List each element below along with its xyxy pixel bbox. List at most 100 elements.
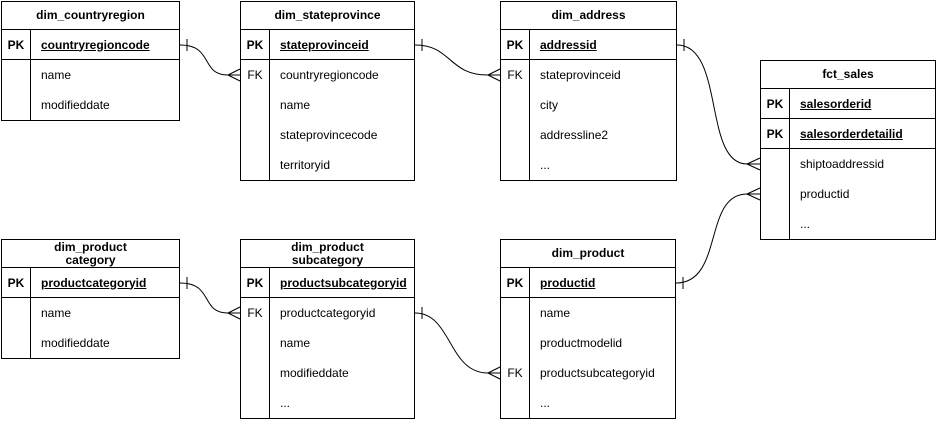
column-name: productid [800, 187, 850, 201]
table-row[interactable]: modifieddate [241, 358, 414, 388]
entity-dim-product[interactable]: dim_product PK productid name productmod… [500, 239, 676, 419]
key-badge [241, 388, 270, 418]
entity-dim-address[interactable]: dim_address PK addressid FK stateprovinc… [500, 1, 677, 181]
pk-badge: PK [501, 268, 530, 297]
key-badge [2, 298, 31, 328]
table-row[interactable]: FK productcategoryid [241, 298, 414, 328]
entity-title: dim_stateprovince [241, 2, 414, 30]
column-name: territoryid [280, 158, 331, 172]
column-name: modifieddate [41, 336, 110, 350]
key-badge [241, 120, 270, 150]
column-name: productmodelid [540, 336, 623, 350]
table-row[interactable]: city [501, 90, 676, 120]
key-badge [2, 328, 31, 358]
relationship-address-fctsales[interactable] [676, 39, 761, 171]
column-name: name [280, 98, 311, 112]
table-row[interactable]: name [241, 328, 414, 358]
table-row[interactable]: ... [501, 388, 675, 418]
table-row[interactable]: PK countryregioncode [2, 30, 179, 60]
entity-dim-productcategory[interactable]: dim_product category PK productcategoryi… [1, 239, 180, 359]
table-row[interactable]: PK salesorderid [761, 89, 935, 119]
entity-fct-sales[interactable]: fct_sales PK salesorderid PK salesorderd… [760, 60, 936, 240]
table-row[interactable]: ... [241, 388, 414, 418]
table-row[interactable]: PK salesorderdetailid [761, 119, 935, 149]
relationship-countryregion-stateprovince[interactable] [179, 39, 241, 82]
table-row[interactable]: PK stateprovinceid [241, 30, 414, 60]
table-row[interactable]: modifieddate [2, 328, 179, 358]
column-name: ... [800, 217, 811, 231]
fk-badge: FK [241, 298, 270, 328]
key-badge [2, 60, 31, 90]
fk-badge: FK [501, 60, 530, 90]
pk-badge: PK [501, 30, 530, 59]
relationship-line [676, 44, 748, 165]
key-badge [501, 120, 530, 150]
pk-badge: PK [2, 268, 31, 297]
table-row[interactable]: PK productcategoryid [2, 268, 179, 298]
key-badge [761, 209, 790, 239]
fk-badge: FK [501, 358, 530, 388]
column-name: salesorderid [800, 96, 872, 111]
relationship-line [414, 44, 489, 76]
column-name: countryregioncode [41, 37, 150, 52]
pk-badge: PK [2, 30, 31, 59]
column-name: productsubcategoryid [280, 275, 407, 290]
column-name: shiptoaddressid [800, 157, 885, 171]
column-name: addressline2 [540, 128, 609, 142]
relationship-stateprovince-address[interactable] [414, 39, 501, 82]
table-row[interactable]: shiptoaddressid [761, 149, 935, 179]
column-name: ... [280, 396, 291, 410]
table-row[interactable]: name [241, 90, 414, 120]
table-row[interactable]: name [2, 298, 179, 328]
table-row[interactable]: PK productsubcategoryid [241, 268, 414, 298]
table-row[interactable]: FK stateprovinceid [501, 60, 676, 90]
crow-foot-icon [227, 306, 241, 320]
table-row[interactable]: ... [501, 150, 676, 180]
column-name: city [540, 98, 558, 112]
column-name: addressid [540, 37, 597, 52]
column-name: name [540, 306, 571, 320]
key-badge [501, 328, 530, 358]
table-row[interactable]: PK productid [501, 268, 675, 298]
pk-badge: PK [761, 89, 790, 118]
table-row[interactable]: PK addressid [501, 30, 676, 60]
table-row[interactable]: productmodelid [501, 328, 675, 358]
key-badge [501, 388, 530, 418]
table-row[interactable]: name [501, 298, 675, 328]
table-row[interactable]: productid [761, 179, 935, 209]
column-name: stateprovinceid [540, 68, 621, 82]
column-name: productid [540, 275, 596, 290]
table-row[interactable]: stateprovincecode [241, 120, 414, 150]
key-badge [501, 90, 530, 120]
table-row[interactable]: territoryid [241, 150, 414, 180]
column-name: countryregioncode [280, 68, 379, 82]
crow-foot-icon [746, 157, 761, 171]
entity-dim-productsubcategory[interactable]: dim_product subcategory PK productsubcat… [240, 239, 415, 419]
table-row[interactable]: FK productsubcategoryid [501, 358, 675, 388]
table-row[interactable]: FK countryregioncode [241, 60, 414, 90]
key-badge [241, 150, 270, 180]
key-badge [501, 298, 530, 328]
column-name: stateprovinceid [280, 37, 369, 52]
entity-dim-countryregion[interactable]: dim_countryregion PK countryregioncode n… [1, 1, 180, 121]
table-row[interactable]: name [2, 60, 179, 90]
column-name: name [280, 336, 311, 350]
relationship-productsubcategory-product[interactable] [414, 307, 501, 380]
column-name: ... [540, 396, 551, 410]
pk-badge: PK [241, 30, 270, 59]
column-name: modifieddate [41, 98, 110, 112]
table-row[interactable]: modifieddate [2, 90, 179, 120]
entity-title: dim_product category [2, 240, 179, 268]
key-badge [2, 90, 31, 120]
entity-dim-stateprovince[interactable]: dim_stateprovince PK stateprovinceid FK … [240, 1, 415, 181]
entity-title: dim_countryregion [2, 2, 179, 30]
relationship-product-fctsales[interactable] [675, 187, 761, 289]
crow-foot-icon [746, 187, 761, 201]
crow-foot-icon [487, 366, 501, 380]
relationship-line [179, 44, 229, 76]
table-row[interactable]: ... [761, 209, 935, 239]
relationship-productcategory-productsubcategory[interactable] [179, 277, 241, 320]
column-name: productcategoryid [41, 275, 147, 290]
table-row[interactable]: addressline2 [501, 120, 676, 150]
